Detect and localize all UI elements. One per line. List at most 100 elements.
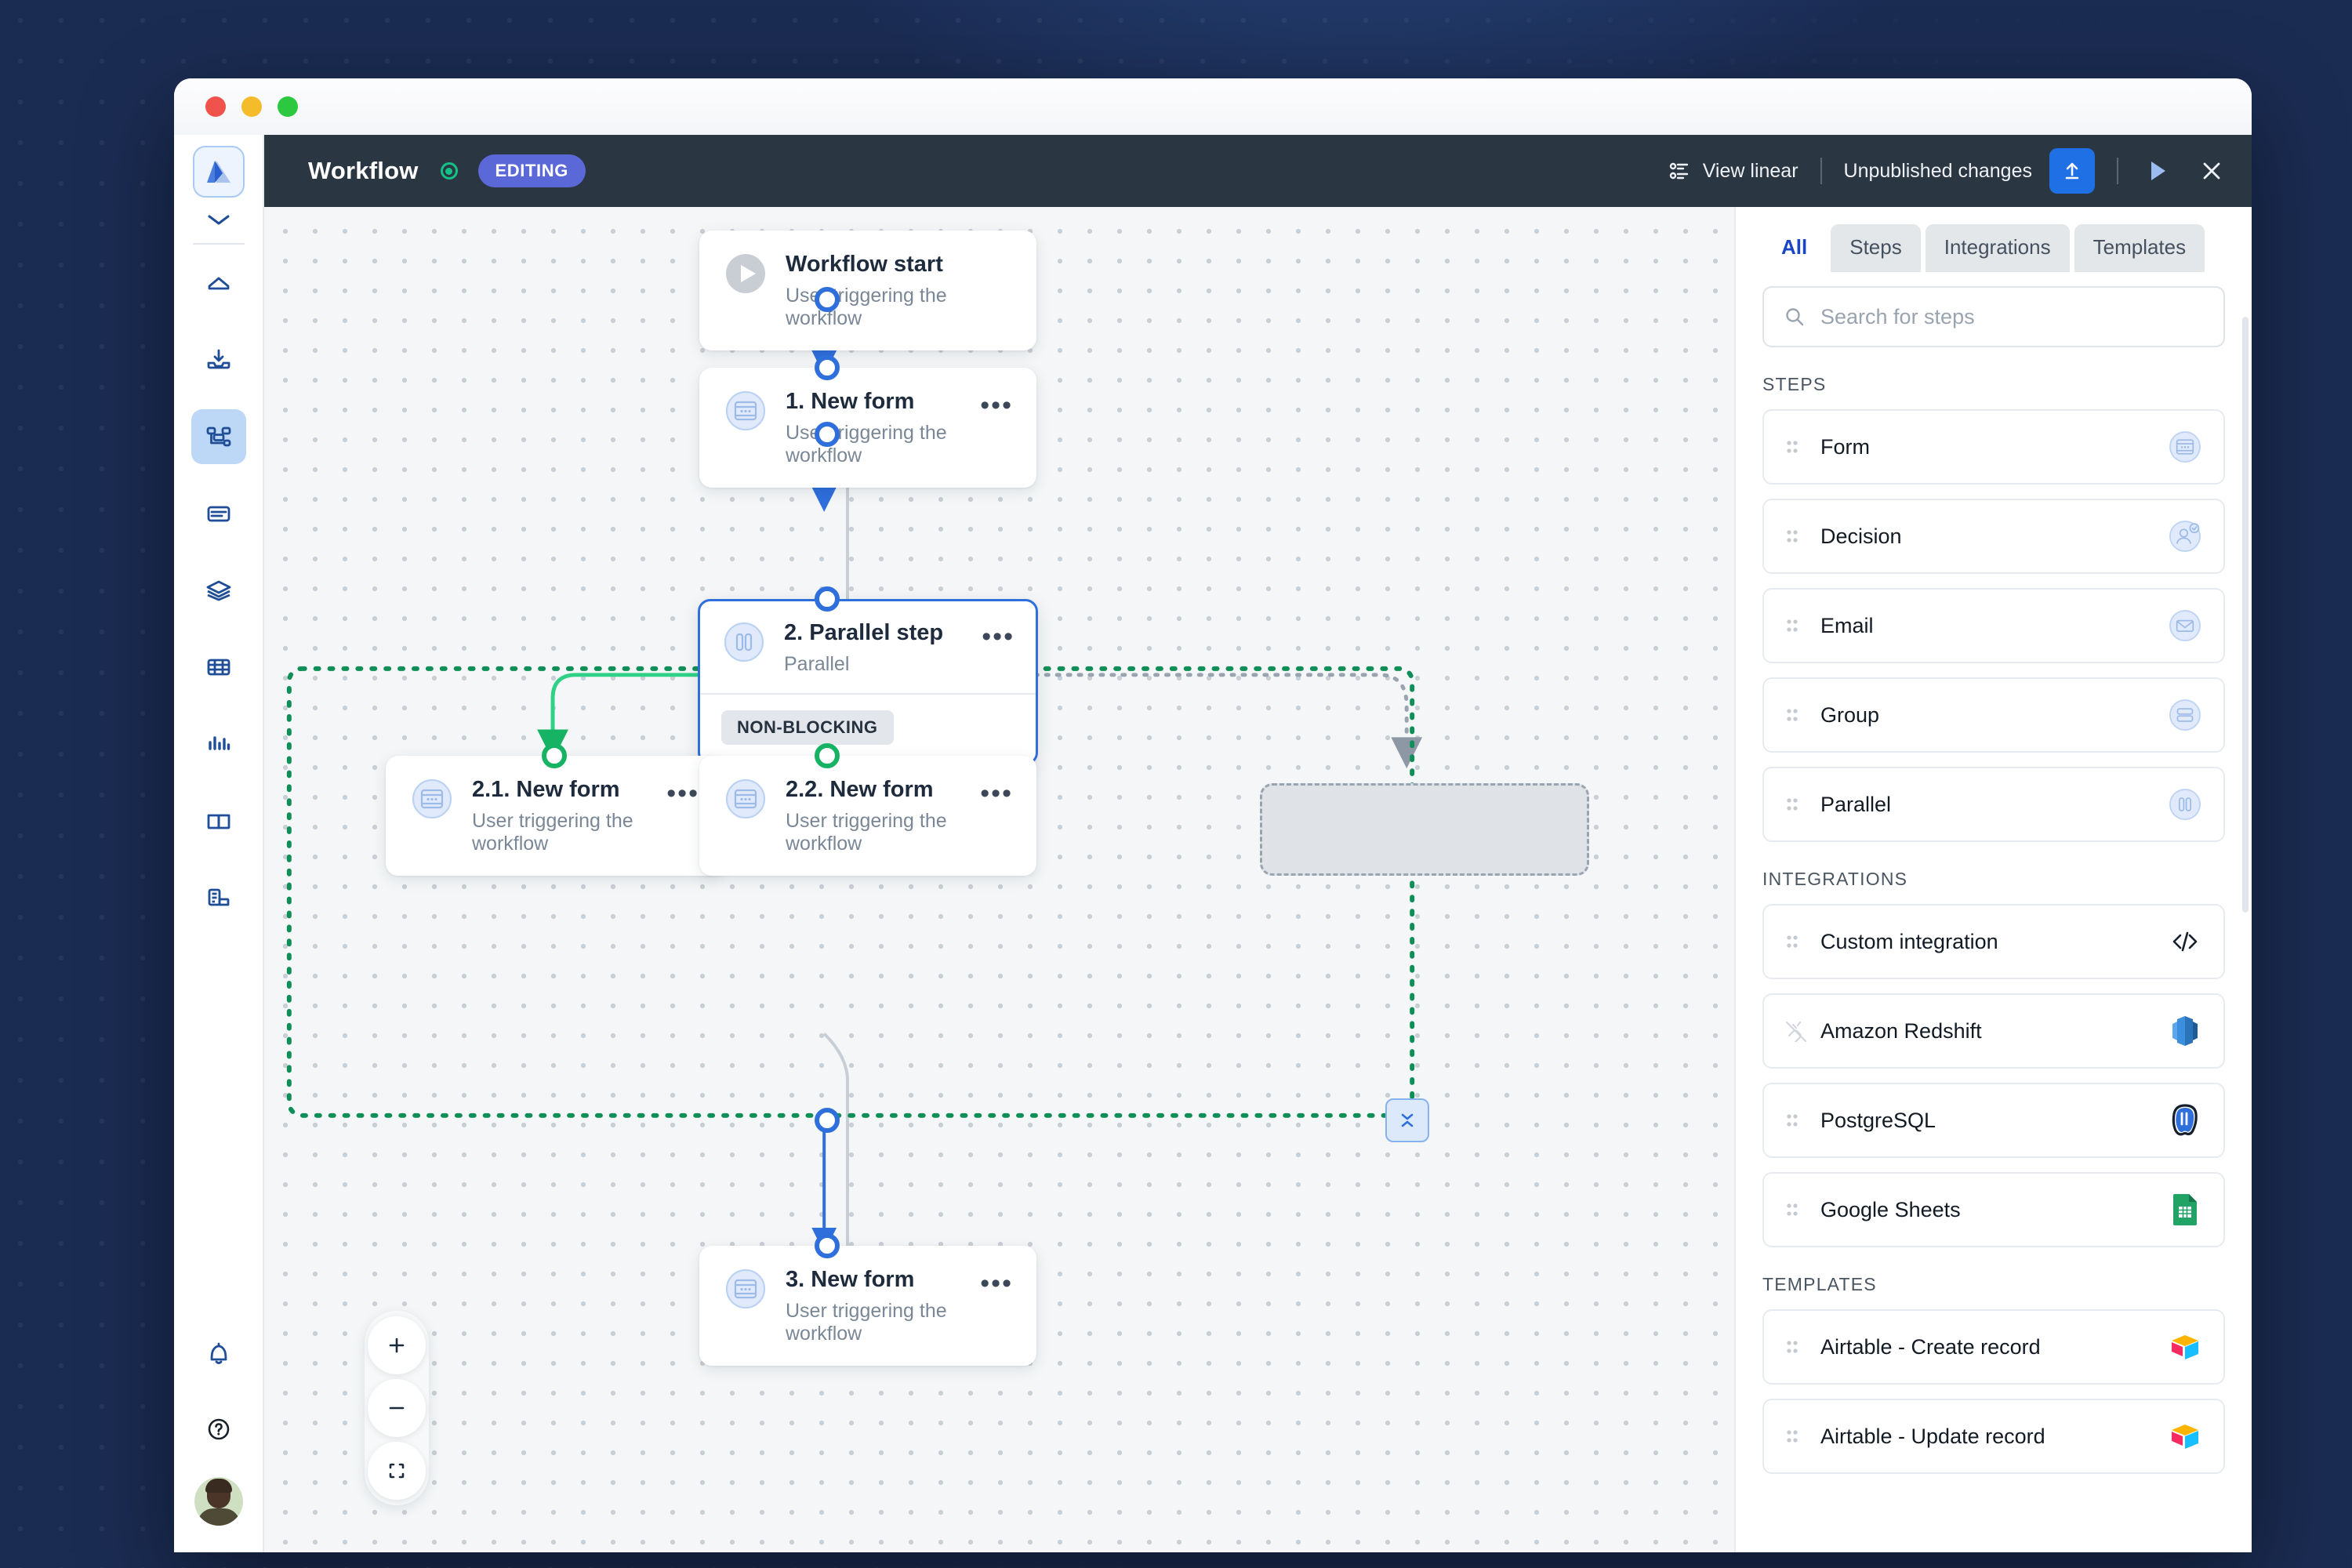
node-menu-button[interactable]: •••	[980, 779, 1013, 808]
node-workflow-start[interactable]: Workflow start User triggering the workf…	[699, 230, 1036, 350]
view-linear-button[interactable]: View linear	[1667, 158, 1798, 183]
node-port-out[interactable]	[815, 287, 840, 312]
sidebar-item-tables[interactable]	[191, 640, 246, 695]
help-button[interactable]	[191, 1402, 246, 1457]
analytics-icon	[208, 736, 230, 750]
library-item-group[interactable]: Group	[1762, 677, 2225, 753]
airtable-icon	[2167, 1418, 2203, 1454]
search-input[interactable]: Search for steps	[1762, 286, 2225, 347]
sidebar-item-forms[interactable]	[191, 486, 246, 541]
library-item-email[interactable]: Email	[1762, 588, 2225, 663]
window-zoom-button[interactable]	[278, 96, 298, 117]
zoom-in-button[interactable]	[368, 1316, 426, 1374]
window-minimize-button[interactable]	[241, 96, 262, 117]
node-menu-button[interactable]: •••	[982, 622, 1014, 652]
node-menu-button[interactable]: •••	[980, 1269, 1013, 1298]
bell-icon	[210, 1342, 227, 1364]
tab-integrations[interactable]: Integrations	[1925, 224, 2070, 272]
fit-screen-icon	[389, 1463, 405, 1479]
run-button[interactable]	[2145, 158, 2170, 184]
grip-icon[interactable]	[1784, 1337, 1809, 1357]
rail-collapse-button[interactable]	[174, 198, 263, 241]
avatar[interactable]	[194, 1477, 243, 1526]
node-title: 2. Parallel step	[784, 620, 944, 645]
app-logo[interactable]	[192, 146, 245, 198]
close-editor-button[interactable]	[2198, 158, 2225, 184]
grip-icon[interactable]	[1784, 1110, 1809, 1131]
view-linear-label: View linear	[1702, 159, 1798, 182]
library-item-decision[interactable]: Decision	[1762, 499, 2225, 574]
workflows-icon	[206, 426, 230, 447]
plug-disconnected-icon	[1784, 1020, 1809, 1042]
airtable-icon	[2167, 1329, 2203, 1365]
sidebar-item-reports[interactable]	[191, 870, 246, 925]
panel-scroll-area[interactable]: STEPS Form	[1736, 347, 2252, 1552]
sidebar-item-analytics[interactable]	[191, 717, 246, 771]
library-item-label: Parallel	[1820, 792, 1892, 816]
node-port-in[interactable]	[542, 743, 567, 768]
node-title: Workflow start	[786, 252, 943, 277]
grip-icon[interactable]	[1784, 794, 1809, 815]
node-port-in[interactable]	[815, 1233, 840, 1258]
library-item-label: Group	[1820, 702, 1880, 727]
sidebar-item-layers[interactable]	[191, 563, 246, 618]
notifications-button[interactable]	[191, 1327, 246, 1381]
library-item-airtable-create-record[interactable]: Airtable - Create record	[1762, 1309, 2225, 1385]
node-2-2-new-form[interactable]: 2.2. New form User triggering the workfl…	[699, 756, 1036, 876]
workflow-canvas[interactable]: Workflow start User triggering the workf…	[264, 207, 1734, 1552]
tab-steps[interactable]: Steps	[1831, 224, 1921, 272]
collapse-group-button[interactable]	[1385, 1098, 1429, 1142]
grip-icon[interactable]	[1784, 437, 1809, 457]
library-item-postgresql[interactable]: PostgreSQL	[1762, 1083, 2225, 1158]
sidebar-item-home[interactable]	[191, 256, 246, 310]
table-icon	[207, 659, 230, 676]
library-item-label: Form	[1820, 434, 1870, 459]
library-item-amazon-redshift[interactable]: Amazon Redshift	[1762, 993, 2225, 1069]
tab-templates[interactable]: Templates	[2074, 224, 2205, 272]
panel-scrollbar[interactable]	[2242, 317, 2249, 913]
node-2-parallel-step[interactable]: 2. Parallel step Parallel ••• NON-BLOCKI…	[698, 599, 1038, 765]
postgresql-icon	[2167, 1102, 2203, 1138]
search-placeholder: Search for steps	[1820, 304, 1975, 328]
node-title: 2.2. New form	[786, 777, 934, 802]
node-menu-button[interactable]: •••	[980, 390, 1013, 420]
collapse-vertical-icon	[1401, 1113, 1414, 1127]
library-item-custom-integration[interactable]: Custom integration	[1762, 904, 2225, 979]
zoom-out-button[interactable]	[368, 1379, 426, 1437]
library-item-form[interactable]: Form	[1762, 409, 2225, 485]
close-icon	[2203, 162, 2220, 180]
node-port-in[interactable]	[815, 743, 840, 768]
tab-all[interactable]: All	[1762, 224, 1827, 272]
code-icon	[2167, 924, 2203, 960]
grip-icon[interactable]	[1784, 931, 1809, 952]
node-1-new-form[interactable]: 1. New form User triggering the workflow…	[699, 368, 1036, 488]
library-item-parallel[interactable]: Parallel	[1762, 767, 2225, 842]
node-menu-button[interactable]: •••	[666, 779, 699, 808]
group-bottom-port[interactable]	[815, 1108, 840, 1133]
library-item-airtable-update-record[interactable]: Airtable - Update record	[1762, 1399, 2225, 1474]
non-blocking-chip: NON-BLOCKING	[721, 710, 894, 745]
grip-icon[interactable]	[1784, 1426, 1809, 1446]
grip-icon[interactable]	[1784, 615, 1809, 636]
grip-icon[interactable]	[1784, 705, 1809, 725]
node-2-1-new-form[interactable]: 2.1. New form User triggering the workfl…	[386, 756, 723, 876]
publish-button[interactable]	[2049, 148, 2095, 194]
minus-icon	[389, 1406, 405, 1410]
form-icon	[723, 1266, 768, 1312]
sidebar-item-inbox[interactable]	[191, 332, 246, 387]
play-circle-icon	[723, 251, 768, 296]
fit-view-button[interactable]	[368, 1442, 426, 1500]
section-header-integrations: INTEGRATIONS	[1762, 869, 1908, 889]
grip-icon[interactable]	[1784, 526, 1809, 546]
node-port-out[interactable]	[815, 422, 840, 447]
node-port-in[interactable]	[815, 355, 840, 380]
sidebar-item-workflows[interactable]	[191, 409, 246, 464]
node-3-new-form[interactable]: 3. New form User triggering the workflow…	[699, 1246, 1036, 1366]
node-port-in[interactable]	[815, 586, 840, 612]
library-item-google-sheets[interactable]: Google Sheets	[1762, 1172, 2225, 1247]
node-subtitle: User triggering the workflow	[786, 421, 947, 466]
grip-icon[interactable]	[1784, 1200, 1809, 1220]
window-close-button[interactable]	[205, 96, 226, 117]
drop-placeholder[interactable]	[1260, 783, 1589, 876]
sidebar-item-library[interactable]	[191, 793, 246, 848]
